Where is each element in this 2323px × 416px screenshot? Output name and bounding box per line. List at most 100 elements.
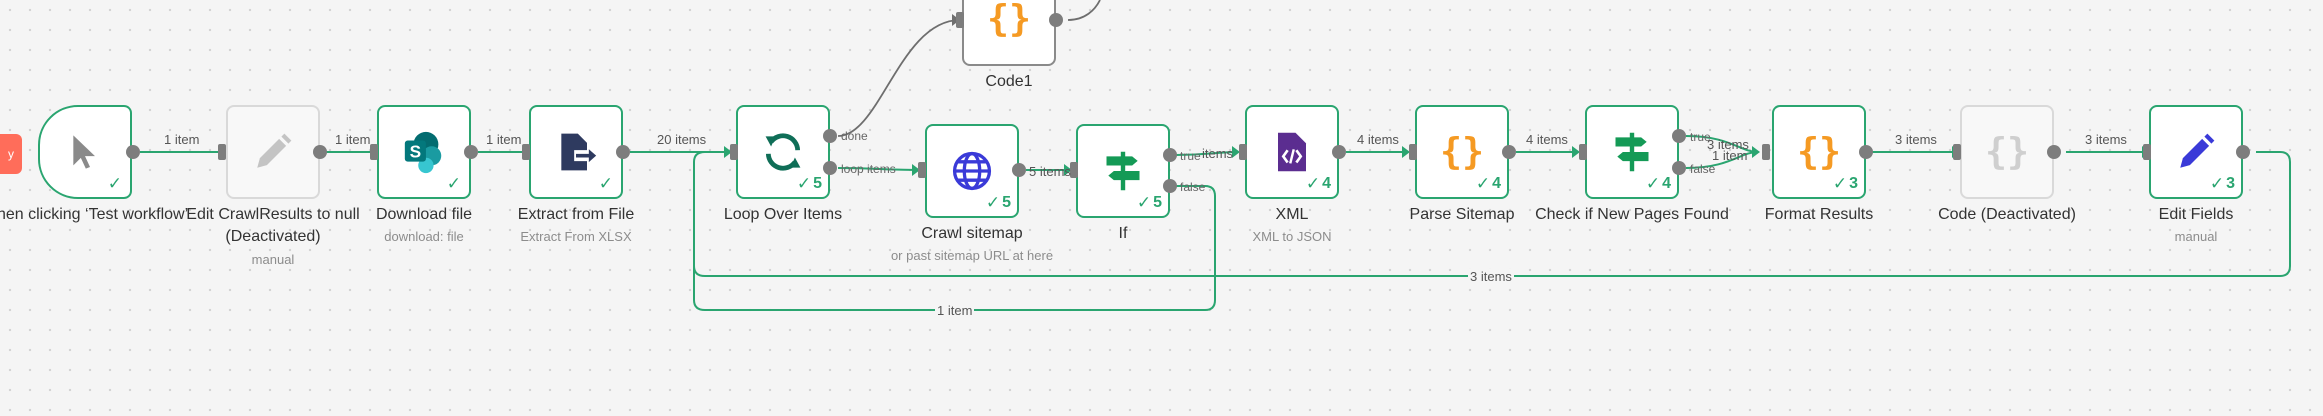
svg-text:{}: {} bbox=[1797, 130, 1841, 173]
svg-text:{}: {} bbox=[1985, 130, 2029, 173]
loop-icon bbox=[758, 127, 808, 177]
input-port[interactable] bbox=[218, 144, 226, 160]
output-port[interactable] bbox=[1012, 163, 1026, 177]
input-port[interactable] bbox=[1409, 144, 1417, 160]
edge-label: 4 items bbox=[1357, 132, 1399, 147]
node-subtitle: manual bbox=[251, 252, 295, 267]
output-port-true[interactable] bbox=[1163, 148, 1177, 162]
node-label: Format Results bbox=[1764, 206, 1874, 223]
input-port[interactable] bbox=[918, 162, 926, 178]
edge-loop-done-code1 bbox=[837, 19, 961, 137]
input-port[interactable] bbox=[522, 144, 530, 160]
success-count-badge: ✓5 bbox=[796, 174, 822, 193]
output-port[interactable] bbox=[1859, 145, 1873, 159]
output-port-false[interactable] bbox=[1672, 161, 1686, 175]
sidebar-tab[interactable]: y bbox=[0, 134, 22, 174]
edge-label: 5 items bbox=[1029, 164, 1071, 179]
success-check-icon: ✓ bbox=[598, 174, 613, 193]
edge-label: 1 item bbox=[164, 132, 200, 147]
input-port[interactable] bbox=[1239, 144, 1247, 160]
output-port[interactable] bbox=[616, 145, 630, 159]
edge-label: 1 item bbox=[335, 132, 371, 147]
edge-label: 3 items bbox=[1895, 132, 1937, 147]
node-format[interactable]: {} ✓3 bbox=[1772, 105, 1866, 199]
input-port[interactable] bbox=[2143, 144, 2151, 160]
node-edit-null[interactable] bbox=[226, 105, 320, 199]
node-download[interactable]: S ✓ bbox=[377, 105, 471, 199]
node-xml[interactable]: ✓4 bbox=[1245, 105, 1339, 199]
node-code[interactable]: {} bbox=[1960, 105, 2054, 199]
edge-label: 1 item bbox=[1712, 148, 1748, 163]
node-parse[interactable]: {} ✓4 bbox=[1415, 105, 1509, 199]
node-label: Code1 bbox=[985, 73, 1033, 90]
node-label: Parse Sitemap bbox=[1409, 206, 1515, 223]
input-port[interactable] bbox=[956, 12, 964, 28]
signpost-icon bbox=[1098, 146, 1148, 196]
output-port-false[interactable] bbox=[1163, 179, 1177, 193]
sidebar-tab-label: y bbox=[8, 147, 14, 161]
output-port-loop[interactable] bbox=[823, 161, 837, 175]
input-port[interactable] bbox=[730, 144, 738, 160]
success-check-icon: ✓ bbox=[446, 174, 461, 193]
node-label: Check if New Pages Found bbox=[1535, 206, 1729, 223]
input-port[interactable] bbox=[1070, 162, 1078, 178]
edge-if-false-loop bbox=[693, 170, 1216, 311]
success-count-badge: ✓4 bbox=[1475, 174, 1501, 193]
node-label: Crawl sitemap bbox=[921, 225, 1023, 242]
output-port[interactable] bbox=[2236, 145, 2250, 159]
output-port-true[interactable] bbox=[1672, 129, 1686, 143]
edge-code1-out bbox=[1067, 0, 1101, 21]
output-port[interactable] bbox=[313, 145, 327, 159]
node-trigger[interactable]: ✓ bbox=[38, 105, 132, 199]
node-if[interactable]: ✓5 bbox=[1076, 124, 1170, 218]
output-port[interactable] bbox=[1332, 145, 1346, 159]
node-subtitle: or past sitemap URL at here bbox=[890, 248, 1054, 263]
edge-loop-crawl bbox=[837, 167, 919, 171]
node-subtitle: download: file bbox=[384, 229, 464, 244]
input-port[interactable] bbox=[1579, 144, 1587, 160]
port-label-true: true bbox=[1690, 130, 1711, 144]
output-port[interactable] bbox=[1049, 13, 1063, 27]
output-port[interactable] bbox=[126, 145, 140, 159]
node-label: Code (Deactivated) bbox=[1938, 206, 2076, 223]
node-edit-fields[interactable]: ✓3 bbox=[2149, 105, 2243, 199]
pencil-icon bbox=[248, 127, 298, 177]
success-count-badge: ✓4 bbox=[1645, 174, 1671, 193]
output-port-done[interactable] bbox=[823, 129, 837, 143]
node-crawl[interactable]: ✓5 bbox=[925, 124, 1019, 218]
file-export-icon bbox=[551, 127, 601, 177]
node-code1[interactable]: {} bbox=[962, 0, 1056, 66]
node-label: Edit CrawlResults to null (Deactivated) bbox=[186, 206, 360, 245]
signpost-icon bbox=[1607, 127, 1657, 177]
input-port[interactable] bbox=[1762, 144, 1770, 160]
edge-label: 3 items bbox=[1468, 269, 1514, 284]
edge-label: 1 item bbox=[486, 132, 522, 147]
edge-label: 20 items bbox=[657, 132, 707, 147]
xml-icon bbox=[1267, 127, 1317, 177]
input-port[interactable] bbox=[1953, 144, 1961, 160]
node-label: Loop Over Items bbox=[723, 206, 843, 223]
port-label-true: true bbox=[1180, 149, 1201, 163]
edge-label: 3 items bbox=[1707, 137, 1749, 152]
node-extract[interactable]: ✓ bbox=[529, 105, 623, 199]
node-label: Download file bbox=[375, 206, 473, 223]
svg-text:S: S bbox=[410, 142, 422, 162]
node-label: Extract from File bbox=[517, 206, 635, 223]
success-count-badge: ✓3 bbox=[1832, 174, 1858, 193]
svg-text:{}: {} bbox=[987, 0, 1031, 40]
node-loop[interactable]: ✓5 bbox=[736, 105, 830, 199]
sharepoint-icon: S bbox=[399, 127, 449, 177]
edge-label: 4 items bbox=[1526, 132, 1568, 147]
braces-icon: {} bbox=[984, 0, 1034, 44]
output-port[interactable] bbox=[1502, 145, 1516, 159]
node-label: XML bbox=[1275, 206, 1309, 223]
node-subtitle: Extract From XLSX bbox=[520, 229, 632, 244]
node-check[interactable]: ✓4 bbox=[1585, 105, 1679, 199]
output-port[interactable] bbox=[464, 145, 478, 159]
output-port[interactable] bbox=[2047, 145, 2061, 159]
globe-icon bbox=[947, 146, 997, 196]
input-port[interactable] bbox=[370, 144, 378, 160]
port-label-false: false bbox=[1690, 162, 1716, 176]
port-label-loop: loop items bbox=[841, 162, 896, 176]
